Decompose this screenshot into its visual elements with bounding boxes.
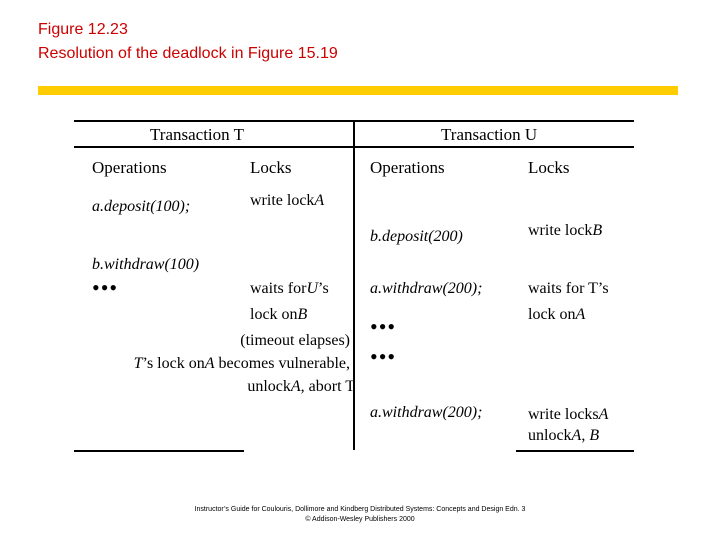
t-note-vulnerable: T’s lock onA becomes vulnerable, <box>133 355 350 372</box>
u-op-deposit: b.deposit(200) <box>370 228 463 245</box>
u-op-withdraw: a.withdraw(200); <box>370 280 483 297</box>
t-lock-waits: waits forU’s <box>250 280 329 297</box>
col-operations-u: Operations <box>370 158 445 177</box>
column-divider <box>353 120 355 450</box>
col-operations-t: Operations <box>92 158 167 177</box>
u-op-withdraw-final: a.withdraw(200); <box>370 404 483 421</box>
t-note-abort: unlockA, abort T <box>247 378 355 395</box>
bottom-rule-t <box>74 450 244 452</box>
figure-number: Figure 12.23 <box>38 21 128 38</box>
bottom-rule-u <box>516 450 634 452</box>
u-lock-unlock-ab: unlockA, B <box>528 427 600 444</box>
u-lock-waits: waits for T’s <box>528 280 609 297</box>
t-op-withdraw: b.withdraw(100) <box>92 256 200 273</box>
u-lock-write-b: write lockB <box>528 222 603 239</box>
u-lock-write-locks-a: write locksA <box>528 406 609 423</box>
header-transaction-t: Transaction T <box>150 125 244 144</box>
t-note-timeout: (timeout elapses) <box>240 332 350 349</box>
accent-bar <box>38 86 678 95</box>
u-ellipsis-2: ••• <box>370 344 397 369</box>
t-lock-on-b: lock onB <box>250 306 308 323</box>
figure-caption: Resolution of the deadlock in Figure 15.… <box>38 45 338 62</box>
t-lock-write-a: write lockA <box>250 192 325 209</box>
col-locks-t: Locks <box>250 158 292 177</box>
u-ellipsis-1: ••• <box>370 314 397 339</box>
t-ellipsis: ••• <box>92 275 119 300</box>
footer-copyright: © Addison-Wesley Publishers 2000 <box>305 516 415 523</box>
u-lock-on-a: lock onA <box>528 306 586 323</box>
t-op-deposit: a.deposit(100); <box>92 198 191 215</box>
header-transaction-u: Transaction U <box>441 125 538 144</box>
footer-credit: Instructor’s Guide for Coulouris, Dollim… <box>194 506 526 513</box>
col-locks-u: Locks <box>528 158 570 177</box>
